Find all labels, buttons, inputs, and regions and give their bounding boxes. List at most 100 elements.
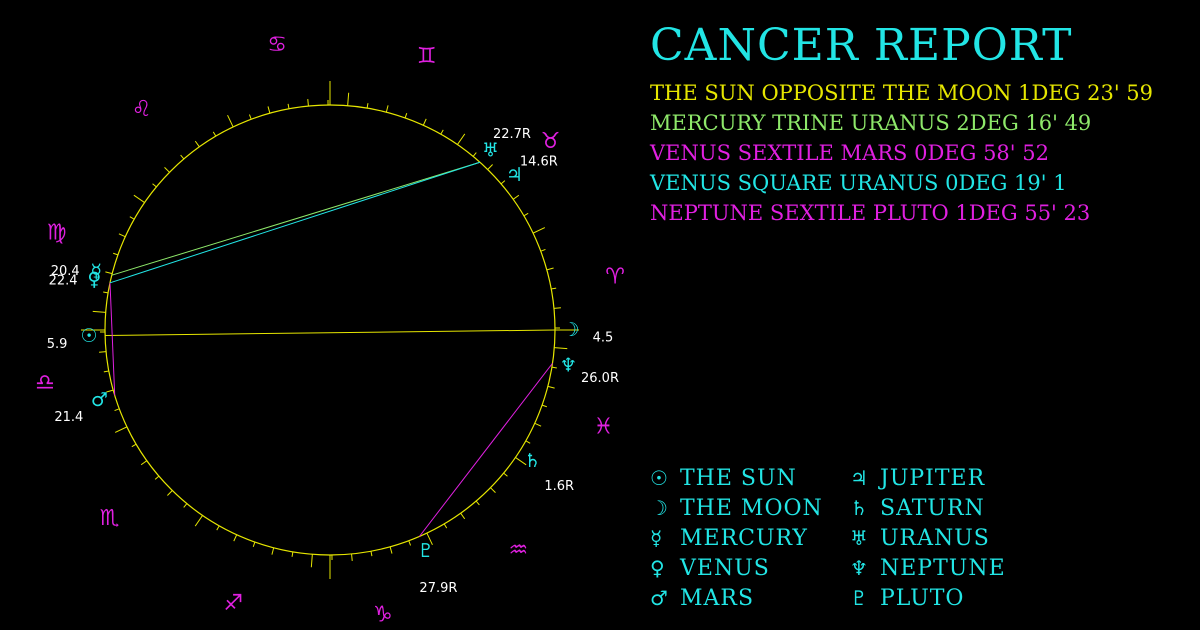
degree-tick bbox=[408, 540, 412, 546]
legend-item-mars: ♂ MARS bbox=[650, 586, 754, 616]
legend-label: MARS bbox=[680, 586, 755, 611]
aspect-line-venus-mars bbox=[109, 282, 116, 396]
saturn-degree-label: 1.6R bbox=[544, 479, 574, 494]
legend-label: PLUTO bbox=[880, 586, 965, 611]
sun-icon: ☉ bbox=[81, 325, 98, 347]
venus-degree-label: 22.4 bbox=[49, 273, 78, 288]
jupiter-icon: ♃ bbox=[506, 164, 523, 186]
jupiter-degree-label: 14.6R bbox=[520, 155, 558, 170]
aspect-line-neptune-pluto bbox=[418, 362, 553, 537]
degree-tick bbox=[180, 154, 185, 160]
degree-tick bbox=[472, 152, 477, 157]
virgo-icon: ♍ bbox=[47, 221, 67, 246]
planet-glyphs: ☉5.9☽4.5☿20.4♀22.4♂21.4♃14.6R♄1.6R♅22.7R… bbox=[47, 127, 619, 596]
degree-tick bbox=[114, 408, 120, 412]
chart-circle bbox=[104, 104, 556, 556]
degree-tick bbox=[460, 512, 466, 520]
aspect-item: NEPTUNE SEXTILE PLUTO 1DEG 55' 23 bbox=[650, 201, 1091, 225]
venus-icon: ♀ bbox=[87, 268, 101, 290]
mercury-icon: ☿ bbox=[650, 526, 663, 550]
degree-tick bbox=[490, 487, 496, 493]
degree-tick bbox=[540, 248, 546, 252]
mars-icon: ♂ bbox=[650, 586, 668, 610]
degree-tick bbox=[443, 523, 448, 529]
degree-tick bbox=[99, 351, 107, 353]
aspect-lines bbox=[105, 161, 556, 537]
legend-item-neptune: ♆ NEPTUNE bbox=[850, 556, 1006, 586]
degree-tick bbox=[310, 554, 313, 568]
degree-tick bbox=[129, 216, 135, 220]
cancer-icon: ♋ bbox=[267, 32, 287, 57]
uranus-degree-label: 22.7R bbox=[493, 127, 531, 142]
saturn-icon: ♄ bbox=[524, 450, 541, 472]
degree-tick bbox=[194, 140, 200, 148]
legend-item-saturn: ♄SATURN bbox=[850, 496, 985, 526]
mars-degree-label: 21.4 bbox=[54, 410, 83, 425]
degree-tick bbox=[154, 475, 160, 480]
degree-tick bbox=[385, 105, 389, 113]
degree-tick bbox=[194, 515, 203, 527]
legend-label: URANUS bbox=[880, 526, 990, 551]
uranus-icon: ♅ bbox=[482, 139, 499, 161]
degree-tick bbox=[487, 164, 493, 170]
degree-tick bbox=[404, 113, 408, 119]
degree-tick bbox=[515, 457, 527, 466]
legend-item-sun: ☉THE SUN bbox=[650, 466, 797, 496]
mars-icon: ♂ bbox=[91, 389, 108, 411]
scorpio-icon: ♏ bbox=[100, 506, 120, 531]
neptune-icon: ♆ bbox=[850, 556, 868, 580]
legend-label: SATURN bbox=[880, 496, 985, 521]
aspect-item: VENUS SEXTILE MARS 0DEG 58' 52 bbox=[650, 141, 1049, 165]
degree-tick bbox=[133, 194, 145, 203]
degree-tick bbox=[164, 167, 170, 173]
aspect-item: THE SUN OPPOSITE THE MOON 1DEG 23' 59 bbox=[650, 81, 1154, 105]
degree-tick bbox=[532, 227, 546, 234]
degree-tick bbox=[106, 389, 114, 393]
legend-label: THE MOON bbox=[680, 496, 823, 521]
degree-tick bbox=[271, 547, 275, 555]
degree-tick bbox=[457, 133, 466, 145]
degree-tick bbox=[525, 440, 531, 444]
degree-tick bbox=[541, 404, 547, 408]
venus-icon: ♀ bbox=[650, 556, 665, 580]
degree-tick bbox=[227, 114, 234, 128]
sun-degree-label: 5.9 bbox=[47, 337, 68, 352]
degree-tick bbox=[92, 310, 106, 313]
degree-tick bbox=[113, 252, 119, 256]
legend-item-uranus: ♅URANUS bbox=[850, 526, 990, 556]
sagittarius-icon: ♐ bbox=[223, 591, 243, 616]
aspect-line-mercury-uranus bbox=[111, 161, 481, 276]
degree-tick bbox=[553, 307, 561, 309]
legend-item-mercury: ☿ MERCURY bbox=[650, 526, 808, 556]
legend-label: MERCURY bbox=[680, 526, 808, 551]
degree-tick bbox=[248, 114, 252, 120]
moon-degree-label: 4.5 bbox=[593, 331, 614, 346]
degree-tick bbox=[183, 503, 188, 508]
degree-tick bbox=[351, 553, 353, 561]
aspect-item: MERCURY TRINE URANUS 2DEG 16' 49 bbox=[650, 111, 1092, 135]
degree-ticks bbox=[81, 81, 579, 579]
moon-icon: ☽ bbox=[562, 319, 579, 341]
degree-tick bbox=[103, 370, 109, 373]
legend-item-venus: ♀ VENUS bbox=[650, 556, 770, 586]
legend-label: JUPITER bbox=[880, 466, 986, 491]
degree-tick bbox=[551, 287, 557, 290]
capricorn-icon: ♑ bbox=[373, 603, 393, 628]
degree-tick bbox=[252, 541, 256, 547]
aries-icon: ♈ bbox=[605, 265, 625, 290]
report-title: CANCER REPORT bbox=[650, 20, 1073, 71]
neptune-icon: ♆ bbox=[560, 355, 577, 377]
aspect-line-venus-uranus bbox=[109, 161, 481, 284]
degree-tick bbox=[534, 422, 542, 427]
degree-tick bbox=[114, 426, 128, 433]
leo-icon: ♌ bbox=[132, 97, 152, 122]
degree-tick bbox=[512, 194, 520, 200]
legend-label: VENUS bbox=[680, 556, 770, 581]
degree-tick bbox=[105, 271, 113, 275]
sun-icon: ☉ bbox=[650, 466, 668, 490]
jupiter-icon: ♃ bbox=[850, 466, 868, 490]
degree-tick bbox=[118, 233, 126, 238]
mercury-degree-label: 20.4 bbox=[51, 264, 80, 279]
legend-label: NEPTUNE bbox=[880, 556, 1006, 581]
gemini-icon: ♊ bbox=[417, 44, 437, 69]
